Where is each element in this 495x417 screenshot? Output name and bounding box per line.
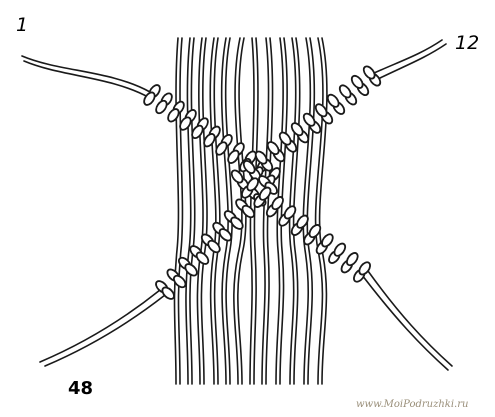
knot-lower-left-row	[160, 285, 176, 301]
cord-number-left: 1	[16, 14, 28, 36]
knot-upper-right-row	[338, 83, 353, 99]
knot-upper-right-row	[278, 131, 293, 147]
knot-lower-left-row	[183, 262, 199, 278]
knot-lower-right-row	[270, 195, 285, 211]
knot-upper-right-row	[290, 121, 305, 137]
cord-12-bottom	[362, 275, 448, 370]
knot-upper-left-row	[142, 91, 157, 107]
filler-cord	[234, 38, 242, 384]
knot-lower-right-row	[332, 242, 347, 258]
knot-lower-right-row	[345, 251, 360, 267]
knot-upper-right-row	[362, 64, 377, 80]
cord-1-top	[24, 61, 150, 98]
cord-12-bottom	[368, 271, 452, 366]
figure-number: 48	[68, 378, 93, 399]
cord-12-top	[372, 40, 442, 74]
knot-upper-right-row	[326, 93, 341, 109]
knot-upper-left-row	[154, 99, 169, 115]
cord-1-bottom	[40, 290, 160, 362]
knot-lower-right-row	[282, 204, 297, 220]
knot-upper-right-row	[266, 140, 281, 156]
filler-cord	[174, 38, 178, 384]
knot-upper-right-row	[350, 74, 365, 90]
knot-lower-right-row	[258, 186, 273, 202]
cord-12-top	[376, 44, 446, 80]
watermark-text: www.MoiPodruzhki.ru	[356, 399, 468, 410]
cord-1-top	[22, 56, 150, 92]
knot-lower-left-row	[195, 250, 211, 266]
filler-cord	[178, 38, 182, 384]
cord-number-right: 12	[455, 32, 479, 54]
cord-1-bottom	[45, 295, 165, 366]
knot-lower-right-row	[245, 176, 260, 192]
knot-lower-left-row	[240, 204, 256, 220]
knot-lower-right-row	[320, 232, 335, 248]
knot-upper-left-row	[166, 107, 181, 123]
